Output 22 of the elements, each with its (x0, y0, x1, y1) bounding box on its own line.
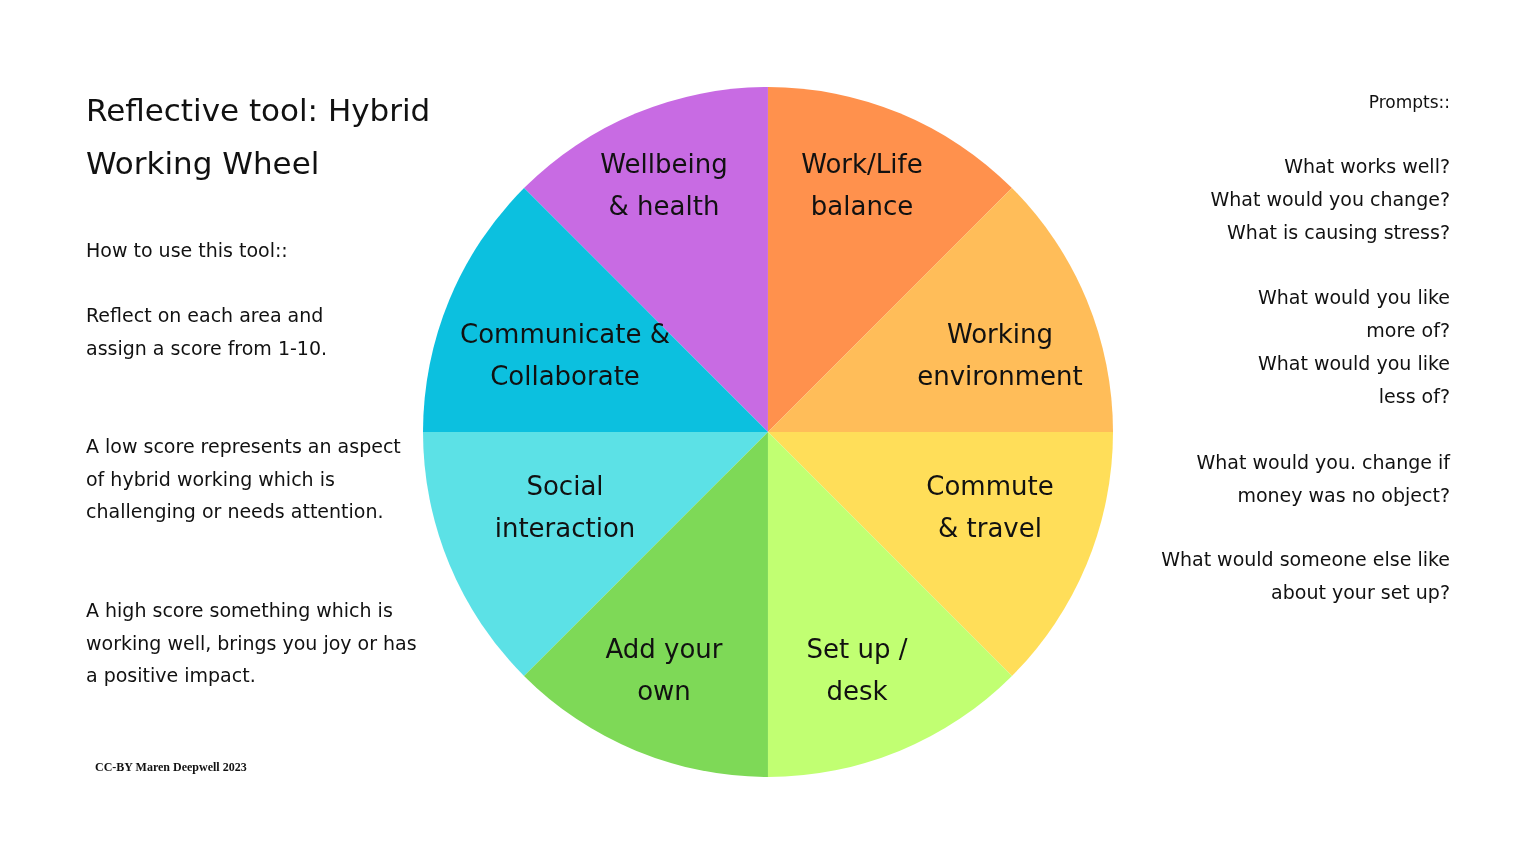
instruction-text: A low score represents an aspect of hybrid working which is challenging or needs attention. (86, 434, 402, 524)
segment-label: Communicate & Collaborate (460, 318, 670, 393)
prompt-text: What would you change? (1209, 187, 1450, 212)
prompt-text: What works well? (1283, 154, 1450, 179)
segment-label: Work/Life balance (800, 148, 924, 223)
prompt-text: What is causing stress? (1226, 220, 1450, 245)
section-heading: Prompts:: (1367, 91, 1450, 114)
segment-label: Commute & travel (925, 470, 1055, 545)
segment-label: Social interaction (493, 470, 637, 545)
segment-label: Working environment (916, 318, 1084, 393)
prompt-text: What would you like less of? (1256, 351, 1450, 409)
instruction-text: A high score something which is working well, brings you joy or has a positive impact. (86, 598, 418, 688)
prompt-text: What would you. change if money was no object? (1195, 450, 1450, 508)
prompt-text: What would you like more of? (1256, 285, 1450, 343)
section-heading: How to use this tool:: (86, 238, 289, 263)
credit-text: CC-BY Maren Deepwell 2023 (95, 760, 248, 775)
instruction-text: Reflect on each area and assign a score from 1-10. (86, 303, 329, 361)
segment-label: Add your own (604, 633, 724, 708)
segment-label: Set up / desk (805, 633, 909, 708)
prompt-text: What would someone else like about your set up? (1160, 547, 1450, 605)
title: Reflective tool: Hybrid Working Wheel (86, 91, 432, 183)
segment-label: Wellbeing & health (599, 148, 729, 223)
